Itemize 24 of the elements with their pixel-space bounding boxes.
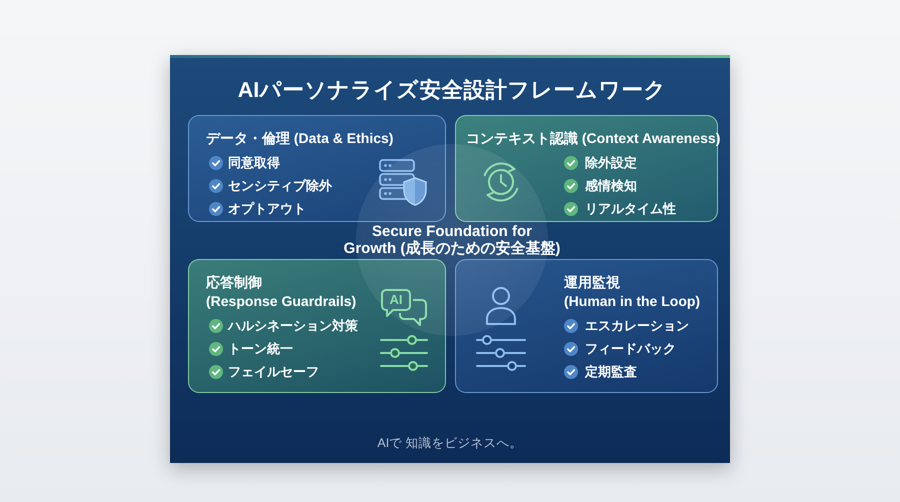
panel-heading: 運用監視 (Human in the Loop) xyxy=(564,273,700,311)
checklist-item: リアルタイム性 xyxy=(585,200,676,218)
checklist-item: エスカレーション xyxy=(585,317,689,335)
checklist-item: トーン統一 xyxy=(228,340,293,358)
category-panel xyxy=(455,259,718,393)
checklist-item: ハルシネーション対策 xyxy=(228,317,358,335)
category-panel xyxy=(188,259,446,393)
checklist-item: フェイルセーフ xyxy=(228,362,319,381)
checklist-item: 除外設定 xyxy=(585,154,637,172)
checklist-item: オプトアウト xyxy=(228,200,306,218)
panel-heading: 応答制御 (Response Guardrails) xyxy=(206,273,356,311)
checklist-item: フィードバック xyxy=(585,340,676,358)
checklist-item: センシティブ除外 xyxy=(228,177,332,195)
checklist-item: 同意取得 xyxy=(228,154,280,172)
checklist-item: 感情検知 xyxy=(585,177,637,195)
diagram-title: AIパーソナライズ安全設計フレームワーク xyxy=(238,77,666,104)
panel-heading: コンテキスト認識 (Context Awareness) xyxy=(466,129,720,148)
category-panel xyxy=(188,115,446,222)
panel-heading: データ・倫理 (Data & Ethics) xyxy=(206,129,394,148)
checklist-item: 定期監査 xyxy=(585,362,637,381)
category-panel xyxy=(455,115,718,222)
bubble-text: AI xyxy=(390,291,402,308)
circle-text: Secure Foundation for Growth (成長のための安全基盤) xyxy=(344,223,560,257)
tagline: AIで 知識をビジネスへ。 xyxy=(377,435,523,451)
